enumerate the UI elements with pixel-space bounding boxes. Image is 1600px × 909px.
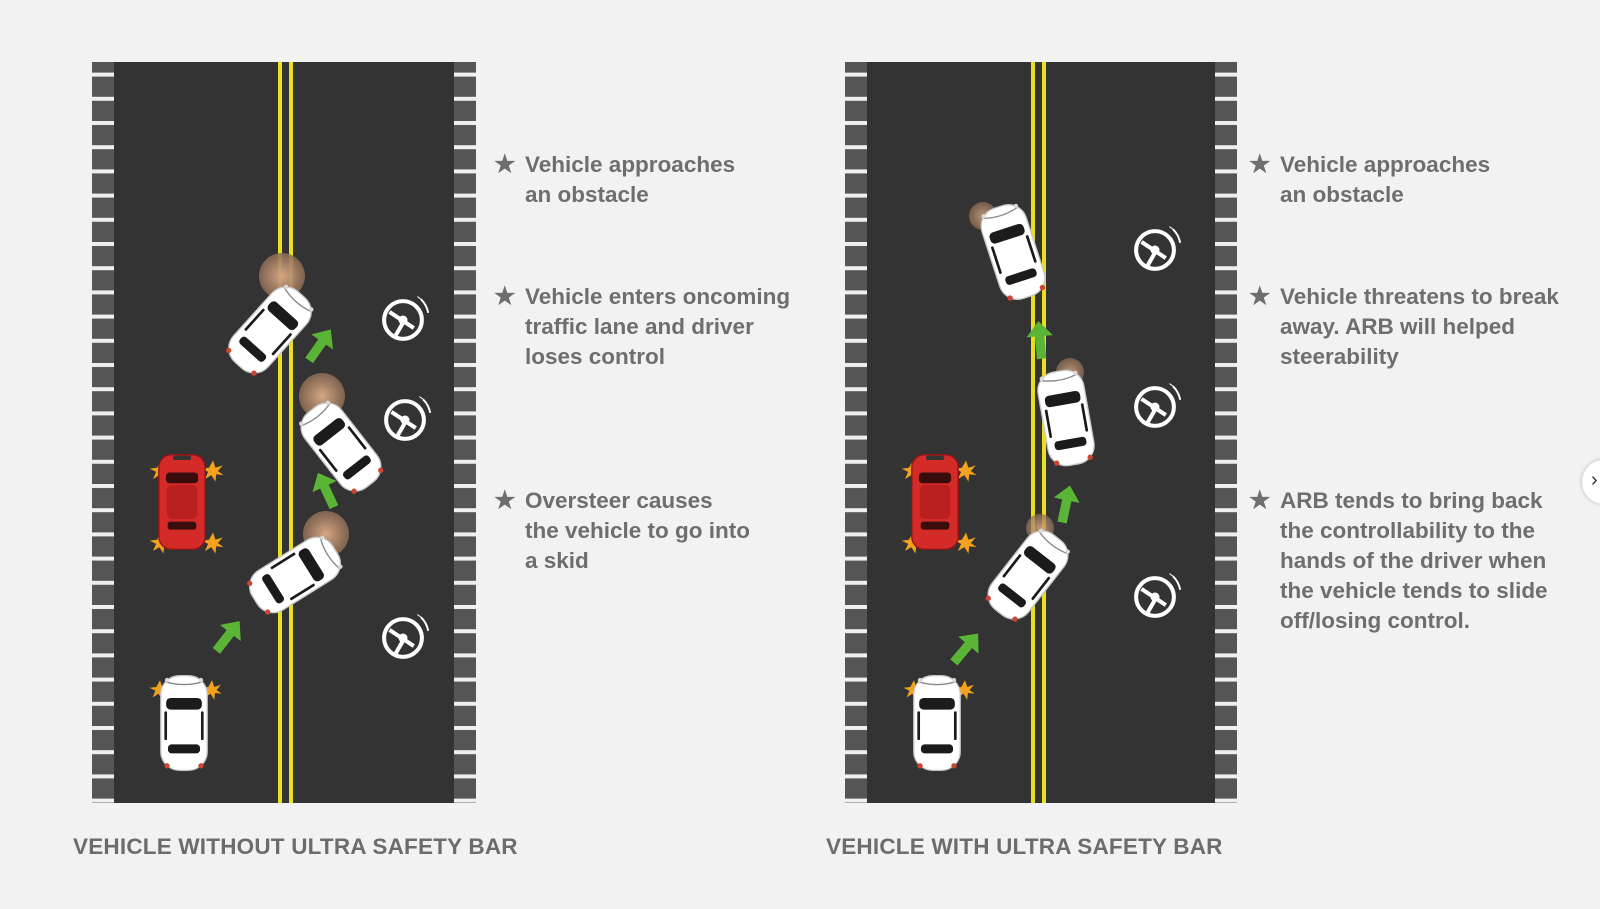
star-icon: ★: [1249, 151, 1271, 178]
next-slide-button[interactable]: ›: [1582, 460, 1600, 504]
caption-without-safety-bar: VEHICLE WITHOUT ULTRA SAFETY BAR: [73, 834, 518, 859]
star-icon: ★: [494, 487, 516, 514]
curb-right-outer: [845, 62, 867, 803]
step-left-1: ★ Vehicle approaches an obstacle: [494, 151, 736, 207]
road-right: [845, 62, 1237, 803]
curb-right-inner: [1215, 62, 1237, 803]
center-line: [278, 62, 282, 803]
step-right-3: ★ ARB tends to bring back the controllab…: [1249, 487, 1548, 633]
center-line: [1031, 62, 1035, 803]
caption-with-safety-bar: VEHICLE WITH ULTRA SAFETY BAR: [826, 834, 1223, 859]
star-icon: ★: [494, 151, 516, 178]
step-right-1: ★ Vehicle approaches an obstacle: [1249, 151, 1491, 207]
star-icon: ★: [1249, 487, 1271, 514]
step-left-2: ★ Vehicle enters oncoming traffic lane a…: [494, 283, 791, 369]
road-left: [92, 62, 476, 803]
curb-left-outer: [92, 62, 114, 803]
step-left-3: ★ Oversteer causes the vehicle to go int…: [494, 487, 751, 573]
step-right-2: ★ Vehicle threatens to break away. ARB w…: [1249, 283, 1559, 369]
curb-left-inner: [454, 62, 476, 803]
star-icon: ★: [1249, 283, 1271, 310]
star-icon: ★: [494, 283, 516, 310]
chevron-right-icon: ›: [1591, 469, 1598, 491]
